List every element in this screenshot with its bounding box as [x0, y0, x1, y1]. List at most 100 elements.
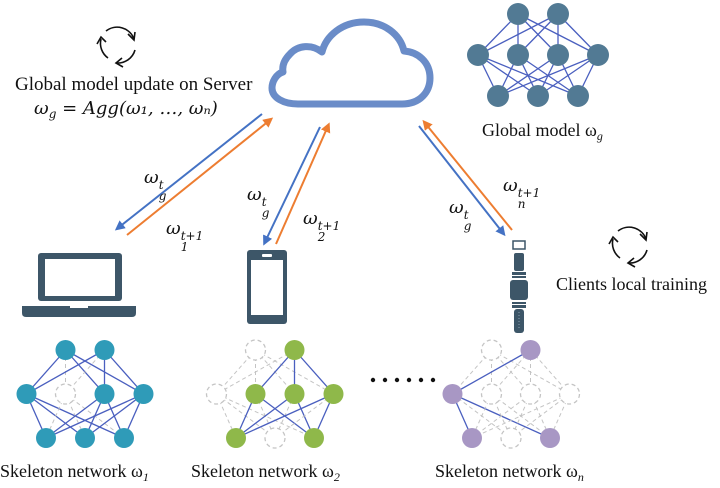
skeleton-network-1-node	[16, 384, 37, 404]
snln-sub: n	[577, 470, 584, 484]
skeleton-network-3-node	[520, 340, 541, 360]
skeleton-network-2-dropped-node	[205, 383, 228, 405]
dl1-sub: g	[158, 189, 167, 203]
ul1-sub: 1	[180, 240, 189, 254]
ul2-sub: 2	[317, 230, 326, 244]
global-model-node	[547, 3, 569, 25]
skeleton-network-2-edge	[235, 393, 295, 439]
upload-arrow-2	[275, 122, 331, 245]
dl2-sub: g	[261, 206, 270, 220]
skeleton-network-2-edge	[216, 349, 295, 395]
dl2: ω	[247, 184, 262, 205]
ul2-sup: t+1	[317, 219, 341, 233]
laptop-icon	[22, 253, 136, 317]
aggregation-formula: ωg = Agg(ω₁, …, ωₙ)	[34, 98, 218, 121]
skeleton-network-1-node	[75, 428, 95, 448]
skeleton-network-label-2: Skeleton network ω2	[191, 461, 340, 485]
download-arrow-2	[263, 126, 321, 246]
skeleton-network-2-dropped-node	[264, 427, 286, 449]
skeleton-network-3-dropped-node	[480, 383, 503, 405]
skeleton-network-3-node	[540, 428, 560, 448]
global-model-node	[567, 85, 589, 107]
server-refresh-cycle-icon	[96, 26, 136, 68]
formula-lhs: ω	[34, 98, 49, 119]
skeleton-network-2-edge	[274, 393, 334, 439]
skeleton-network-1-edge	[45, 393, 144, 439]
global-model-edge	[537, 54, 599, 97]
formula-lhs-sub: g	[48, 107, 57, 121]
global-model-label: Global model ωg	[482, 120, 603, 144]
global-model-node	[487, 85, 509, 107]
skeleton-network-label-1: Skeleton network ω1	[0, 461, 149, 485]
uln-sup: t+1	[517, 186, 541, 200]
skeleton-network-2-node	[226, 428, 246, 448]
skeleton-network-2-dropped-node	[244, 339, 267, 361]
dl1: ω	[144, 167, 159, 188]
skeleton-network-3-edge	[510, 393, 570, 439]
skeleton-network-2-edge	[235, 393, 334, 439]
ul2: ω	[303, 208, 318, 229]
skeleton-network-3-edge	[452, 349, 531, 395]
uln-sub: n	[517, 197, 526, 211]
upload-arrow-n	[422, 119, 513, 231]
clients-refresh-cycle-icon	[608, 226, 648, 268]
global-model-label-text: Global model ω	[482, 120, 597, 140]
ul1-sup: t+1	[180, 229, 204, 243]
global-model-node	[587, 44, 609, 66]
skeleton-network-2-node	[245, 384, 266, 404]
skeleton-network-1-node	[114, 428, 134, 448]
download-arrow-n	[418, 125, 506, 237]
skeleton-network-1-dropped-node	[54, 383, 77, 405]
snl1: Skeleton network ω	[0, 461, 143, 481]
skeleton-network-3-node	[462, 428, 482, 448]
skeleton-network-2-node	[304, 428, 324, 448]
skeleton-network-1-edge	[26, 349, 105, 395]
skeleton-network-label-n: Skeleton network ωn	[435, 461, 584, 485]
global-model-node	[507, 3, 529, 25]
global-model-edge	[477, 13, 559, 56]
clients-local-training-label: Clients local training	[556, 274, 707, 294]
global-model-node	[527, 85, 549, 107]
skeleton-network-1-edge	[84, 393, 144, 439]
dln-sub: g	[463, 219, 472, 233]
skeleton-network-2-edge	[216, 393, 315, 439]
skeleton-network-3-dropped-node	[500, 427, 522, 449]
global-model-node	[467, 44, 489, 66]
download-arrow-1	[114, 113, 263, 231]
global-model-node	[547, 44, 569, 66]
skeleton-network-2-node	[284, 340, 305, 360]
formula-rhs: = Agg(ω₁, …, ωₙ)	[62, 98, 218, 119]
server-update-label: Global model update on Server	[15, 74, 253, 95]
dl2-sup: t	[261, 195, 267, 209]
networks-group	[16, 3, 609, 449]
cloud-icon	[268, 18, 434, 108]
skeleton-network-1-node	[36, 428, 56, 448]
upload-arrow-1	[126, 117, 274, 236]
snl2-sub: 2	[333, 470, 340, 484]
dl1-sup: t	[158, 178, 164, 192]
skeleton-network-1-edge	[45, 393, 105, 439]
skeleton-network-2-node	[284, 384, 305, 404]
skeleton-network-1-node	[94, 384, 115, 404]
dln: ω	[449, 197, 464, 218]
uln: ω	[503, 175, 518, 196]
skeleton-network-3-dropped-node	[480, 339, 503, 361]
skeleton-network-1-node	[94, 340, 115, 360]
dln-sup: t	[463, 208, 469, 222]
skeleton-network-2-node	[323, 384, 344, 404]
snln: Skeleton network ω	[435, 461, 578, 481]
skeleton-network-3-dropped-node	[558, 383, 581, 405]
global-model-node	[507, 44, 529, 66]
